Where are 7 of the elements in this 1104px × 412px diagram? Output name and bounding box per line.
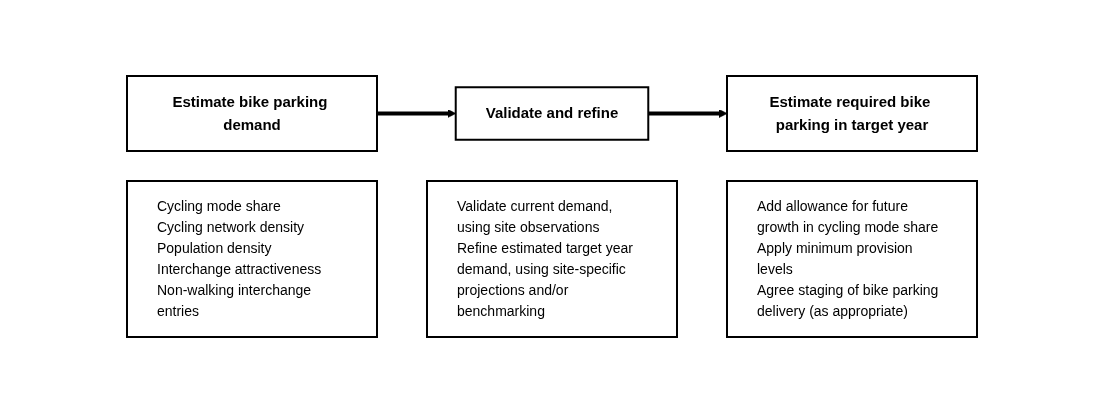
arrow: [648, 108, 728, 118]
node-box: Validate current demand, using site observations Refine estimated target year demand, using site-specific projections and/or benchmarking: [426, 179, 678, 338]
node-box: Estimate bike parking demand: [126, 74, 378, 152]
node-box: Add allowance for future growth in cycling mode share Apply minimum provision levels Agree staging of bike parking delivery (as appropriate): [726, 179, 978, 338]
node-box: Cycling mode share Cycling network density Population density Interchange attractiveness Non-walking interchange entries: [126, 179, 378, 338]
node-box: Validate and refine: [454, 85, 650, 141]
node-box: Estimate required bike parking in target year: [726, 74, 978, 152]
